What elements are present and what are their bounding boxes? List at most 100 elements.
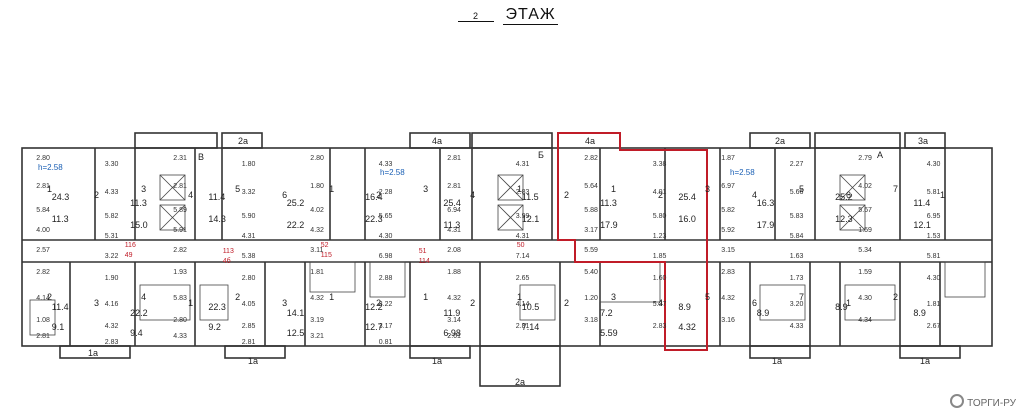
balcony-label: 1а (432, 356, 442, 366)
dimension-label: 2.81 (516, 323, 530, 330)
dimension-label: 4.32 (310, 295, 324, 302)
section-letter: В (198, 152, 204, 162)
balcony-label: 4а (432, 136, 442, 146)
floor-number: 2 (458, 11, 494, 22)
dimension-label: 0.81 (379, 339, 393, 346)
room-number: 2 (94, 190, 99, 200)
room-number: 1 (329, 184, 334, 194)
room-area: 12.2 (365, 302, 383, 312)
highlighted-apartment (557, 132, 708, 351)
room-area: 16.3 (757, 198, 775, 208)
dimension-label: 4.16 (105, 301, 119, 308)
elevator-v (159, 204, 186, 231)
watermark: ТОРГИ-РУ (950, 394, 1016, 409)
room-number: 2 (47, 292, 52, 302)
dimension-label: 2.57 (36, 247, 50, 254)
dimension-label: 4.32 (105, 323, 119, 330)
dimension-label: 1.81 (310, 269, 324, 276)
room-area: 11.4 (913, 198, 930, 208)
room-area: 9.2 (208, 322, 221, 332)
dimension-label: 2.61 (447, 333, 461, 340)
balcony-1a-bottom-5 (899, 345, 961, 359)
room-area: 11.3 (443, 220, 460, 230)
room-number: 3 (141, 184, 146, 194)
dimension-label: 5.92 (721, 227, 735, 234)
partitions-lower (69, 262, 941, 346)
room-number: 4 (188, 190, 193, 200)
dimension-label: 6.98 (379, 253, 393, 260)
room-number: 1 (517, 184, 522, 194)
partitions-upper (94, 148, 946, 240)
balcony-label: 2а (238, 136, 248, 146)
dimension-label: 2.67 (927, 323, 941, 330)
room-area: 22.2 (130, 308, 148, 318)
room-area: 5.59 (600, 328, 618, 338)
room-area: 8.9 (678, 302, 691, 312)
red-mark: 116 (125, 242, 136, 249)
dimension-label: 3.32 (242, 189, 256, 196)
dimension-label: 1.85 (653, 253, 667, 260)
dimension-label: 1.23 (653, 233, 667, 240)
dimension-label: 2.65 (516, 275, 530, 282)
room-area: 11.3 (52, 214, 69, 224)
red-mark: 50 (517, 242, 525, 249)
dimension-label: 4.33 (379, 161, 393, 168)
plan-labels: 2.803.302.311.802.804.332.814.312.823.38… (36, 155, 945, 346)
floor-title: 2 ЭТАЖ (458, 6, 558, 25)
room-number: 1 (47, 184, 52, 194)
dimension-label: 1.87 (721, 155, 735, 162)
stair-v (159, 174, 186, 201)
dimension-label: 2.81 (447, 155, 461, 162)
dimension-label: 2.83 (653, 323, 667, 330)
dimension-label: 2.81 (242, 339, 256, 346)
dimension-label: 4.33 (173, 333, 187, 340)
room-number: 4 (141, 292, 146, 302)
dimension-label: 3.17 (584, 227, 598, 234)
section-letter: А (877, 150, 883, 160)
building-outline (21, 147, 993, 347)
balcony-2a-top (221, 132, 263, 149)
dimension-label: 1.90 (105, 275, 119, 282)
room-area: 10.5 (522, 302, 540, 312)
dimension-label: 5.31 (105, 233, 119, 240)
balcony-label: 1а (772, 356, 782, 366)
red-mark: 113 (223, 248, 234, 255)
dimension-label: 3.22 (379, 301, 393, 308)
dimension-label: 2.83 (516, 189, 530, 196)
dimension-label: 3.19 (310, 317, 324, 324)
room-area: 11.9 (443, 308, 460, 318)
room-area: 12.3 (835, 214, 853, 224)
dimension-label: 3.30 (105, 161, 119, 168)
stair-top-b (471, 132, 553, 149)
dimension-label: 3.99 (516, 213, 530, 220)
dimension-label: 2.80 (36, 155, 50, 162)
room-number: 4 (658, 298, 663, 308)
room-area: 17.9 (600, 220, 618, 230)
dimension-label: 4.30 (927, 161, 941, 168)
balcony-1a-bottom-4 (749, 345, 811, 359)
stair-a (839, 174, 866, 201)
dimension-label: 4.32 (310, 227, 324, 234)
dimension-label: 5.82 (105, 213, 119, 220)
dimension-label: 1.59 (858, 269, 872, 276)
dimension-label: 4.00 (36, 227, 50, 234)
balcony-1a-bottom-1 (59, 345, 131, 359)
dimension-label: 2.82 (36, 269, 50, 276)
room-area: 22.3 (365, 214, 383, 224)
room-area: 14.1 (287, 308, 305, 318)
room-number: 2 (376, 190, 381, 200)
dimension-label: 4.05 (242, 301, 256, 308)
red-mark: 51 (419, 248, 427, 255)
dimension-label: 4.33 (105, 189, 119, 196)
exterior-walls (21, 132, 993, 387)
dimension-label: 5.34 (858, 247, 872, 254)
dimension-label: 7.14 (516, 253, 530, 260)
dimension-label: 6.95 (927, 213, 941, 220)
dimension-label: 3.14 (447, 317, 461, 324)
dimension-label: 4.32 (447, 295, 461, 302)
dimension-label: 4.01 (653, 189, 667, 196)
dimension-label: 3.17 (379, 323, 393, 330)
room-area: 12.1 (522, 214, 540, 224)
room-area: 12.7 (365, 322, 383, 332)
room-number: 1 (329, 292, 334, 302)
